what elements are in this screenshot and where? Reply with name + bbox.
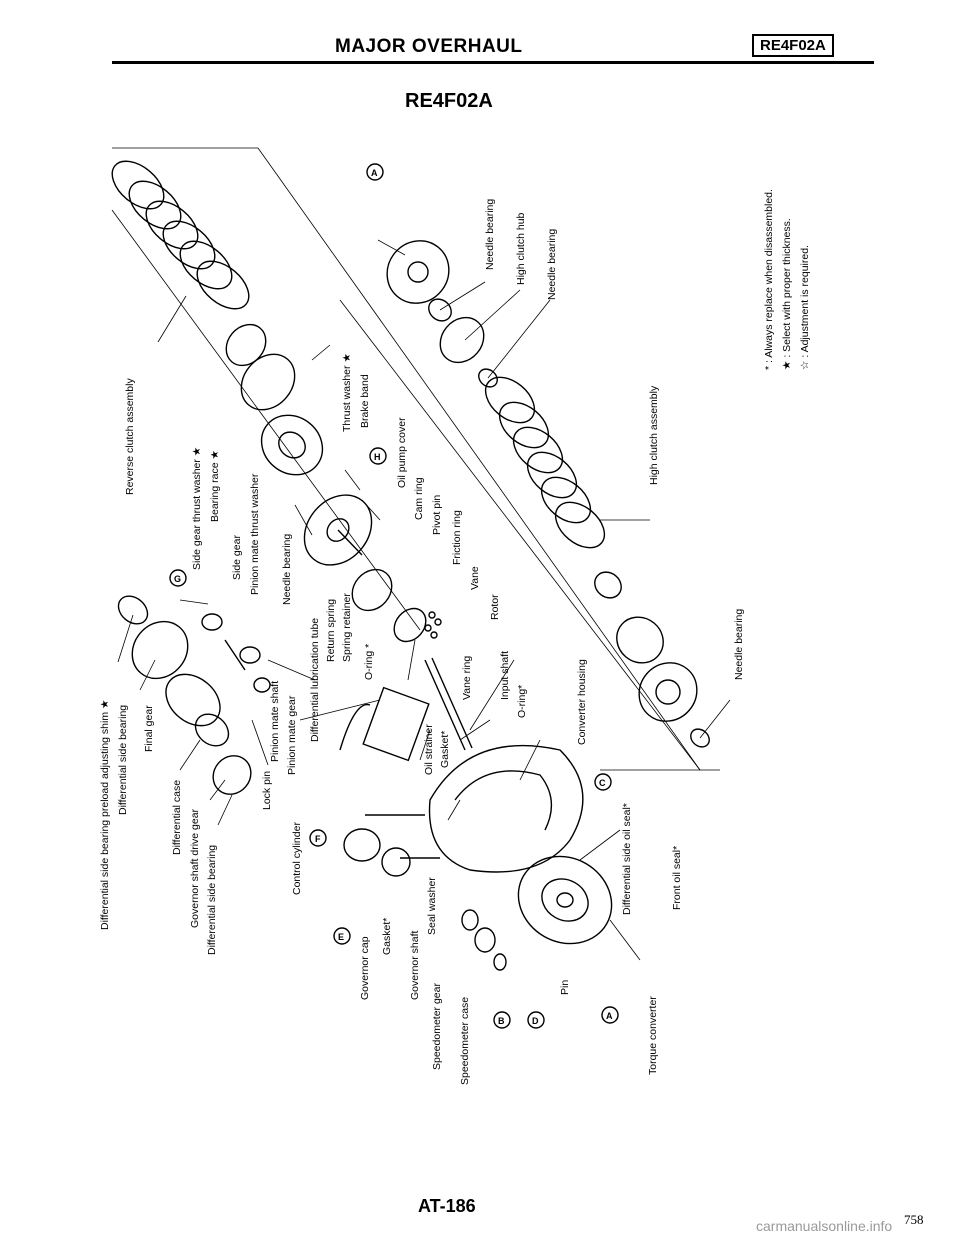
label-high-clutch-assy: High clutch assembly: [648, 385, 660, 485]
svg-text:G: G: [174, 574, 181, 584]
label-seal-washer: Seal washer: [426, 877, 438, 935]
label-front-oil-seal: Front oil seal*: [671, 846, 683, 910]
ref-b: B: [493, 1011, 511, 1029]
label-pivot-pin: Pivot pin: [431, 495, 443, 535]
leader-lines: [117, 239, 731, 961]
high-clutch-group: [386, 240, 710, 748]
label-o-ring-a: O-ring *: [363, 644, 375, 680]
watermark-text: carmanualsonline.info: [756, 1218, 893, 1234]
svg-text:D: D: [532, 1016, 539, 1026]
reverse-clutch-plates: [111, 160, 324, 476]
label-needle-bearing-a: Needle bearing: [281, 534, 293, 605]
svg-text:A: A: [606, 1011, 613, 1021]
label-thrust-washer: Thrust washer ★: [341, 353, 353, 432]
ref-f: F: [309, 829, 327, 847]
svg-text:C: C: [599, 778, 606, 788]
model-code-badge: RE4F02A: [752, 34, 834, 57]
legend-line-2: ★ : Select with proper thickness.: [781, 218, 793, 370]
label-diff-shim: Differential side bearing preload adjust…: [99, 699, 111, 930]
label-side-gear: Side gear: [231, 535, 243, 580]
label-gasket-a: Gasket*: [439, 731, 451, 768]
page-number: 758: [904, 1212, 924, 1227]
label-lube-tube: Differential lubrication tube: [309, 618, 321, 742]
label-needle-bearing-c: Needle bearing: [546, 229, 558, 300]
label-brake-band: Brake band: [359, 374, 371, 428]
legend-line-1: * : Always replace when disassembled.: [763, 189, 775, 370]
header-divider: [112, 61, 874, 64]
svg-text:A: A: [371, 168, 378, 178]
label-needle-bearing-d: Needle bearing: [733, 609, 745, 680]
label-pinion-washer: Pinion mate thrust washer: [249, 473, 261, 595]
label-diff-case: Differential case: [171, 780, 183, 855]
label-diff-oil-seal: Differential side oil seal*: [621, 803, 633, 915]
ref-e: E: [333, 927, 351, 945]
label-spring-retainer: Spring retainer: [341, 593, 353, 662]
label-oil-pump-cover: Oil pump cover: [396, 417, 408, 488]
label-lock-pin: Lock pin: [261, 771, 273, 810]
ref-a-top: A: [366, 163, 384, 181]
differential-group: [117, 595, 271, 795]
legend: * : Always replace when disassembled. ★ …: [763, 189, 811, 370]
label-diff-bearing-2: Differential side bearing: [206, 845, 218, 955]
svg-text:E: E: [338, 932, 344, 942]
label-return-spring: Return spring: [325, 599, 337, 662]
assembly-guides: [111, 147, 720, 771]
label-vane-ring: Vane ring: [461, 656, 473, 700]
reference-markers: A G H F E B D A C: [169, 163, 619, 1029]
part-labels: Differential side bearing preload adjust…: [99, 199, 745, 1085]
label-vane: Vane: [469, 566, 481, 590]
label-o-ring-b: O-ring*: [516, 685, 528, 718]
label-pinion-shaft: Pinion mate shaft: [269, 681, 281, 762]
label-oil-strainer: Oil strainer: [423, 724, 435, 775]
label-torque-converter: Torque converter: [647, 996, 659, 1075]
ref-g: G: [169, 569, 187, 587]
section-page-code: AT-186: [418, 1196, 476, 1216]
ref-c: C: [594, 773, 612, 791]
label-gov-drive-gear: Governor shaft drive gear: [189, 808, 201, 928]
label-governor-cap: Governor cap: [359, 936, 371, 1000]
label-rotor: Rotor: [489, 594, 501, 620]
svg-text:F: F: [315, 834, 321, 844]
label-pin: Pin: [559, 980, 571, 995]
label-diff-bearing: Differential side bearing: [117, 705, 129, 815]
label-converter-housing: Converter housing: [576, 659, 588, 745]
label-reverse-clutch: Reverse clutch assembly: [124, 378, 136, 495]
legend-line-3: ☆ : Adjustment is required.: [799, 245, 811, 370]
label-pinion-gear: Pinion mate gear: [286, 695, 298, 775]
label-side-gear-washer: Side gear thrust washer ★: [191, 446, 203, 570]
label-input-shaft: Input shaft: [499, 651, 511, 700]
label-bearing-race: Bearing race ★: [209, 450, 221, 522]
label-final-gear: Final gear: [143, 705, 155, 752]
torque-converter: [517, 855, 613, 945]
label-cam-ring: Cam ring: [413, 477, 425, 520]
label-friction-ring: Friction ring: [451, 510, 463, 565]
label-speedo-gear: Speedometer gear: [431, 983, 443, 1070]
ref-a-bottom: A: [601, 1006, 619, 1024]
ref-h: H: [369, 447, 387, 465]
label-high-clutch-hub: High clutch hub: [515, 212, 527, 285]
label-gasket-b: Gasket*: [381, 918, 393, 955]
label-governor-shaft: Governor shaft: [409, 930, 421, 1000]
converter-housing: [428, 744, 584, 873]
page-header-title: MAJOR OVERHAUL: [335, 36, 523, 57]
diagram-title: RE4F02A: [405, 90, 493, 112]
label-needle-bearing-b: Needle bearing: [484, 199, 496, 270]
ref-d: D: [527, 1011, 545, 1029]
svg-text:B: B: [498, 1016, 505, 1026]
label-speedo-case: Speedometer case: [459, 997, 471, 1085]
governor-group: [339, 686, 507, 971]
label-control-cylinder: Control cylinder: [291, 822, 303, 895]
svg-text:H: H: [374, 452, 381, 462]
